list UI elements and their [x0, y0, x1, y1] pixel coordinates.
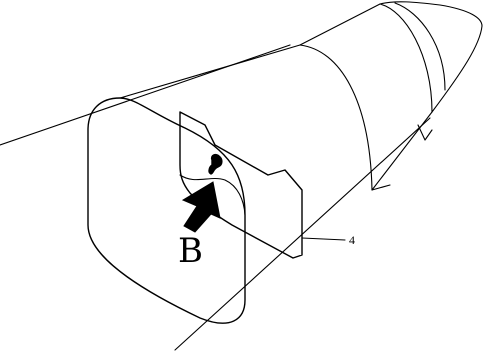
plate-inner-arc [179, 174, 246, 216]
rear-section-lower-edge [371, 184, 391, 191]
view-arrow-icon [181, 181, 221, 233]
upper-guide-line [0, 44, 291, 146]
nose-cone [379, 1, 483, 113]
callout-number: 4 [349, 233, 355, 247]
rear-section-bottom [371, 111, 433, 191]
fastener-icon [208, 153, 223, 175]
rear-section-seam [379, 3, 433, 113]
rear-step [417, 124, 433, 141]
middle-section-seam [299, 44, 373, 191]
rear-section-top [299, 3, 381, 46]
nose-cone-seam [394, 2, 446, 91]
callout-leader [301, 237, 346, 241]
arrow-label: B [178, 231, 203, 271]
body-top-edge [119, 44, 301, 99]
front-face [87, 97, 246, 324]
